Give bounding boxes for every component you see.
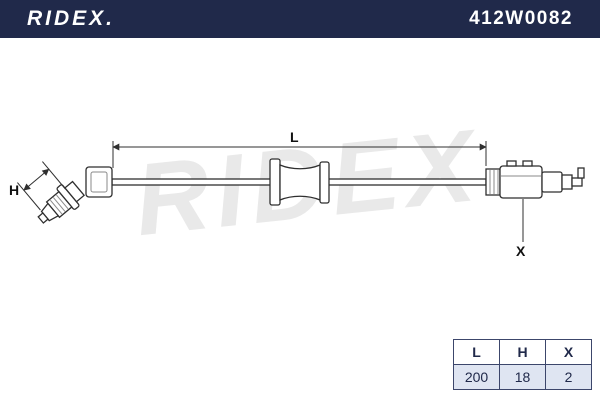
dimension-table-value-row: 200 18 2 xyxy=(453,364,592,390)
dimension-table-header-row: L H X xyxy=(453,339,592,365)
table-value-h: 18 xyxy=(499,364,546,390)
connector-plug xyxy=(485,160,585,199)
table-header-l: L xyxy=(453,339,500,365)
brand-logo: RIDEX. xyxy=(27,7,116,30)
table-header-x: X xyxy=(545,339,592,365)
dim-h-label: H xyxy=(9,182,19,198)
table-value-l: 200 xyxy=(453,364,500,390)
header-bar: RIDEX. 412W0082 xyxy=(0,0,600,38)
table-header-h: H xyxy=(499,339,546,365)
part-number: 412W0082 xyxy=(469,8,573,29)
dimension-length: L xyxy=(112,129,487,168)
table-value-x: 2 xyxy=(545,364,592,390)
dimension-x: X xyxy=(516,199,526,259)
cable-grommet xyxy=(269,158,330,206)
dimension-table: L H X 200 18 2 xyxy=(453,339,592,390)
dimension-height: H xyxy=(9,161,66,211)
sensor-head xyxy=(37,166,113,224)
dim-l-label: L xyxy=(290,129,299,145)
dim-x-label: X xyxy=(516,243,526,259)
